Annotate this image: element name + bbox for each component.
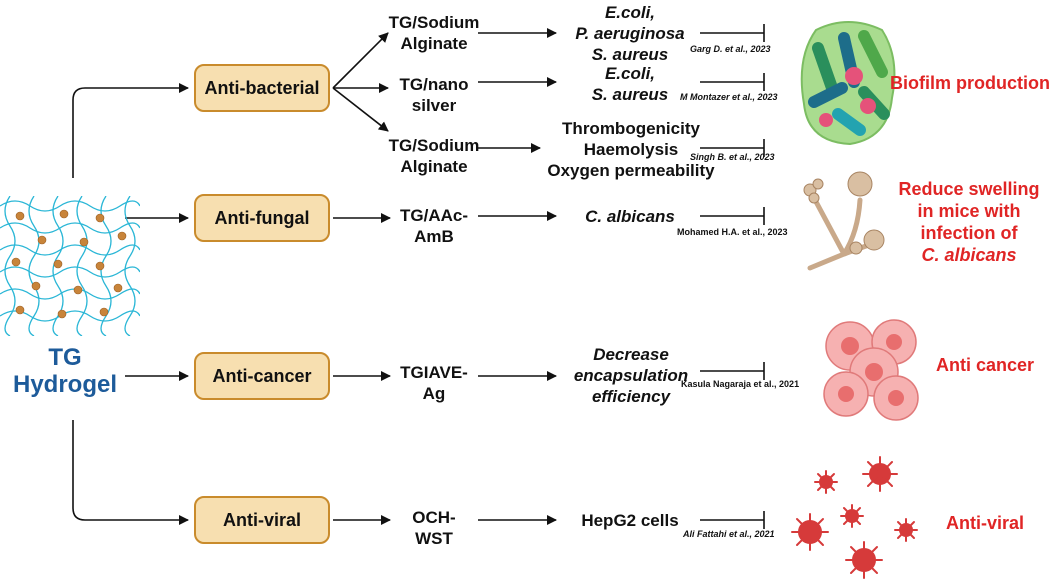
material-line: TGIAVE- [400,363,468,382]
reference-citation: Garg D. et al., 2023 [690,44,771,54]
effect-line: in mice with [917,201,1021,221]
target-line: encapsulation [573,366,689,385]
inhibit-line-5 [700,362,765,380]
target-line: efficiency [591,387,671,406]
arrow-antibacterial-m3 [332,87,389,132]
material-label: TGIAVE- Ag [384,362,484,404]
inhibit-line-1 [700,24,765,42]
inhibit-line-6 [700,511,765,529]
hydrogel-label: TG Hydrogel [10,344,120,398]
target-line: E.coli, [604,64,656,83]
target-line: Thrombogenicity [562,119,700,138]
target-line: Oxygen permeability [547,161,715,180]
effect-line: infection of [920,223,1018,243]
category-box-antifungal: Anti-fungal [194,194,330,242]
target-line: S. aureus [591,85,669,104]
fungus-icon [803,171,885,271]
material-label: TG/nano silver [384,74,484,116]
trunk-line [72,83,189,178]
material-line: WST [415,529,453,548]
category-box-antiviral: Anti-viral [194,496,330,544]
reference-citation: Singh B. et al., 2023 [690,152,775,162]
cancer-cells-icon [823,319,919,421]
effect-line: Anti cancer [935,355,1035,375]
category-box-antibacterial: Anti-bacterial [194,64,330,112]
material-line: Alginate [400,34,468,53]
target-line: P. aeruginosa [575,24,685,43]
effect-label: Biofilm production [890,72,1050,94]
target-line: Decrease [593,345,669,364]
target-label: E.coli, P. aeruginosa S. aureus [560,2,700,65]
target-label: Thrombogenicity Haemolysis Oxygen permea… [536,118,726,181]
target-label: C. albicans [560,206,700,227]
material-line: TG/AAc- [400,206,468,225]
target-line: C. albicans [585,207,675,226]
target-line: S. aureus [591,45,669,64]
effect-line: Reduce swelling [898,179,1040,199]
target-label: HepG2 cells [560,510,700,531]
effect-label: Anti cancer [920,354,1050,376]
reference-citation: Ali Fattahi et al., 2021 [683,529,775,539]
material-label: TG/Sodium Alginate [384,135,484,177]
material-line: OCH- [412,508,456,527]
hydrogel-line: Hydrogel [12,371,117,398]
inhibit-line-3 [700,139,765,157]
material-label: TG/Sodium Alginate [384,12,484,54]
category-box-anticancer: Anti-cancer [194,352,330,400]
effect-label: Reduce swelling in mice with infection o… [894,178,1044,266]
target-line: E.coli, [604,3,656,22]
hydrogel-line: TG [48,344,82,371]
effect-line: Anti-viral [945,513,1024,533]
reference-citation: Mohamed H.A. et al., 2023 [677,227,788,237]
material-line: TG/Sodium [388,13,480,32]
material-label: TG/AAc- AmB [384,205,484,247]
material-line: AmB [414,227,454,246]
material-line: silver [411,96,457,115]
effect-label: Anti-viral [930,512,1040,534]
material-line: TG/Sodium [388,136,480,155]
reference-citation: Kasula Nagaraja et al., 2021 [681,379,800,389]
target-line: HepG2 cells [581,511,679,530]
effect-line: Biofilm production [890,73,1050,93]
inhibit-line-2 [700,73,765,91]
reference-citation: M Montazer et al., 2023 [680,92,778,102]
virus-icon [791,456,918,579]
material-label: OCH- WST [384,507,484,549]
arrow-antibacterial-m1 [332,32,389,89]
target-label: E.coli, S. aureus [560,63,700,105]
biofilm-icon [800,21,896,146]
inhibit-line-4 [700,207,765,225]
effect-line: C. albicans [921,245,1017,265]
target-line: Haemolysis [583,140,679,159]
trunk-line [72,420,189,525]
hydrogel-mesh-icon [0,196,140,336]
material-line: Alginate [400,157,468,176]
material-line: Ag [422,384,446,403]
target-label: Decrease encapsulation efficiency [556,344,706,407]
material-line: TG/nano [399,75,469,94]
